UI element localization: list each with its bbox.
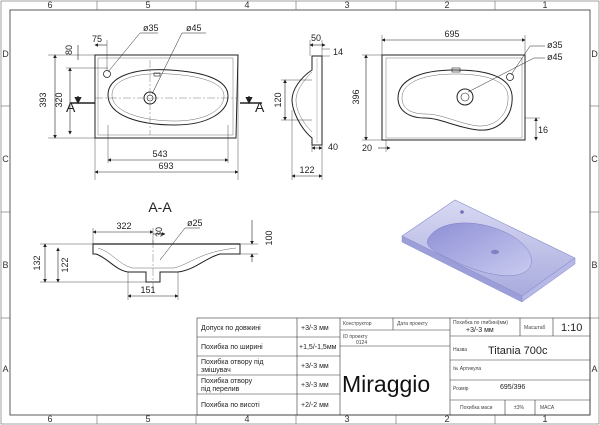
zone-number-top-4: 4 [244,0,249,10]
cabinet-tap-icon [506,73,514,81]
brand-logo: Miraggio [342,371,430,397]
dim-section-height-inner: 122 [60,257,70,272]
zone-letter-left-a: A [2,364,8,374]
dim-cabinet-drain-hole: ø45 [547,52,563,62]
depth-tolerance-label: Похибка по глибині(мм) [453,320,508,326]
dim-edge-offset: 80 [64,45,74,55]
dim-section-drain-pos: 322 [116,221,131,231]
zone-number-bottom-5: 5 [145,414,150,424]
zone-number-bottom-2: 2 [444,414,449,424]
dim-tap-hole: ø35 [143,23,159,33]
cabinet-view [362,35,545,152]
tolerance-width-value: +1,5/-1,5мм [299,344,337,351]
tolerance-length-value: +3/-3 мм [301,325,329,332]
zone-number-top-1: 1 [542,0,547,10]
dim-depth-bowl: 320 [54,92,64,107]
dim-section-drain-width: 151 [140,285,155,295]
render-tap-icon [460,210,464,214]
zone-number-top-2: 2 [444,0,449,10]
dim-tap-offset: 75 [92,34,102,44]
dim-cabinet-tap-hole: ø35 [547,40,563,50]
dim-side-height: 120 [273,92,283,107]
project-id-value: 0124 [356,340,367,346]
tolerance-height-label: Похибка по висоті [201,401,260,409]
zone-number-bottom-3: 3 [344,414,349,424]
zone-number-bottom-1: 1 [542,414,547,424]
product-3d-render [401,199,576,303]
tolerance-mixer-hole-value: +3/-3 мм [301,363,329,370]
mass-label: МАСА [540,405,555,411]
dim-cabinet-offset-left: 20 [362,143,372,153]
dim-section-total-height: 100 [264,230,274,245]
zone-letter-right-c: C [591,154,598,164]
zone-letter-left-b: B [2,260,8,270]
designer-label: Конструктор [343,321,372,327]
zone-letter-left-d: D [2,49,9,59]
dim-side-depth: 122 [299,165,314,175]
zone-letter-left-c: C [2,154,9,164]
section-mark-left: A [66,99,76,115]
zone-letter-right-b: B [591,260,597,270]
dim-section-wall: 30 [154,227,164,237]
tolerance-height-value: +2/-2 мм [301,402,329,409]
dim-drain-hole: ø45 [186,23,202,33]
project-date-label: Дата проекту [397,321,428,327]
project-id-label: ID проекту [343,334,368,340]
product-name: Titania 700c [488,345,548,357]
scale-label: Масштаб [524,325,546,331]
size-label: Розмір [453,386,469,392]
tap-hole-icon [103,70,111,78]
depth-tolerance-value: +3/-3 мм [466,327,494,334]
dim-cabinet-offset-bottom: 16 [538,125,548,135]
render-drain-icon [491,249,499,255]
dim-depth-total: 393 [38,92,48,107]
dim-cabinet-depth: 396 [351,89,361,104]
cabinet-drain-icon [456,88,474,106]
overflow-slot-icon [153,72,161,77]
dim-section-height-outer: 132 [32,255,42,270]
mass-tolerance-value: ±3% [514,405,525,411]
size-value: 695/396 [500,384,525,391]
zone-number-top-5: 5 [145,0,150,10]
dim-width-total: 693 [158,161,173,171]
tolerance-overflow-hole-value: +3/-3 мм [301,382,329,389]
scale-value: 1:10 [561,322,582,334]
article-label: № Артикула [453,366,481,372]
zone-number-top-3: 3 [344,0,349,10]
dim-side-base: 40 [328,142,338,152]
dim-side-rim: 14 [333,47,343,57]
tolerance-length-label: Допуск по довжині [201,324,261,332]
mass-tolerance-label: Похибка маси [460,405,493,411]
dim-cabinet-width: 695 [444,29,459,39]
section-mark-right: A [255,99,265,115]
section-title: A-A [148,199,172,215]
name-label: Назва [453,347,467,353]
zone-number-bottom-6: 6 [47,414,52,424]
dim-section-drain-hole: ø25 [187,218,203,228]
side-view [281,40,330,180]
section-view [40,220,258,300]
zone-number-bottom-4: 4 [244,414,249,424]
dim-side-top-width: 50 [311,33,321,43]
tolerance-width-label: Похибка по ширині [201,343,263,351]
zone-letter-right-d: D [591,49,598,59]
top-view [48,32,262,180]
zone-number-top-6: 6 [47,0,52,10]
title-block [196,317,591,416]
dim-width-bowl: 543 [152,149,167,159]
zone-letter-right-a: A [591,364,597,374]
